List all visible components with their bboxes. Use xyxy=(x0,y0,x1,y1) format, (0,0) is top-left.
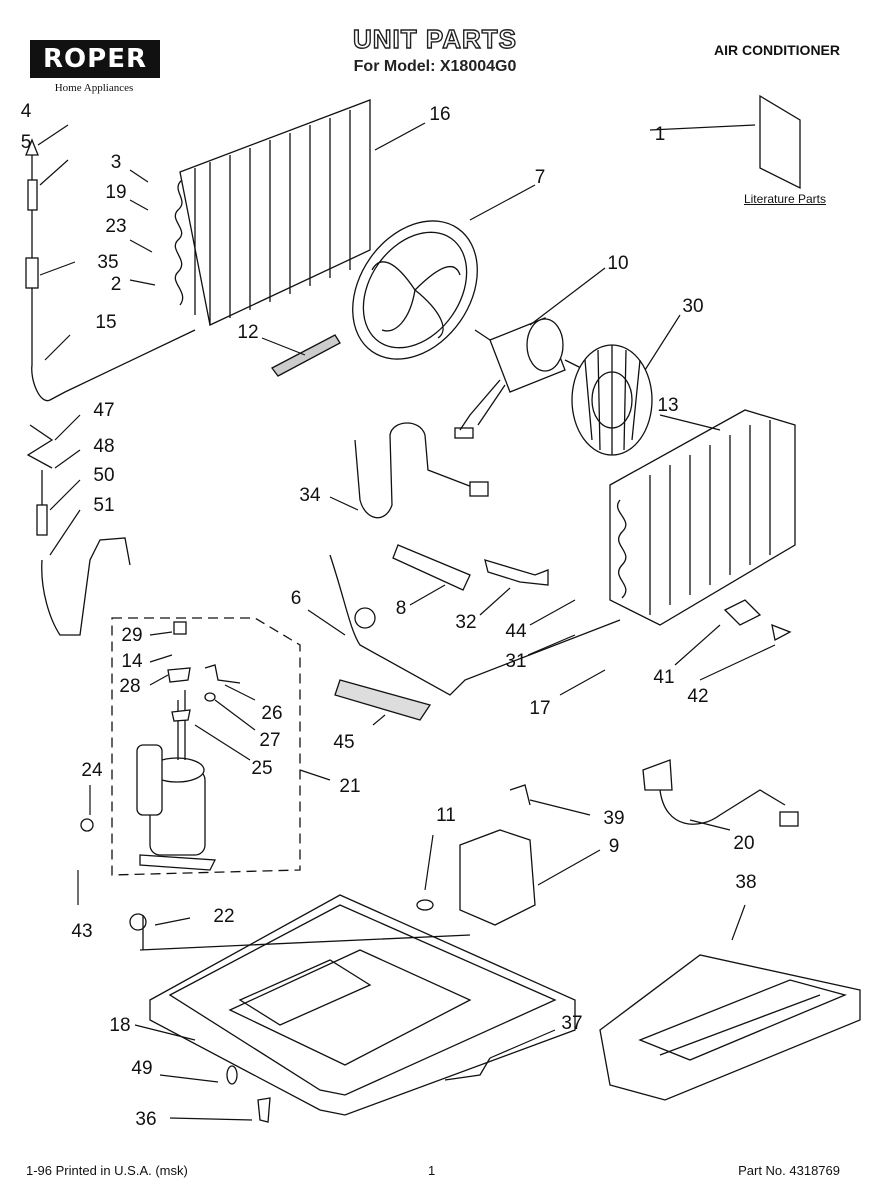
callout-3: 3 xyxy=(111,152,122,173)
callout-44: 44 xyxy=(505,621,527,642)
base-pan xyxy=(139,894,576,1116)
callout-20: 20 xyxy=(733,833,754,854)
callout-32: 32 xyxy=(455,612,476,633)
callout-43: 43 xyxy=(71,921,92,942)
insulation-tube xyxy=(392,544,471,591)
callout-50: 50 xyxy=(93,465,114,486)
page-title: UNIT PARTS xyxy=(352,23,518,54)
callout-34: 34 xyxy=(299,485,321,506)
callout-45: 45 xyxy=(333,732,354,753)
suction-line xyxy=(41,537,131,636)
callout-42: 42 xyxy=(687,686,708,707)
callout-22: 22 xyxy=(213,906,234,927)
tube-loop xyxy=(354,607,376,629)
callout-23: 23 xyxy=(105,216,126,237)
brand-subtitle: Home Appliances xyxy=(54,82,134,94)
callout-10: 10 xyxy=(607,253,628,274)
compressor-assembly-outline xyxy=(111,617,301,876)
callout-47: 47 xyxy=(93,400,114,421)
discharge-tube xyxy=(354,422,481,519)
condenser-coil xyxy=(174,99,371,326)
callout-30: 30 xyxy=(682,296,703,317)
callout-35: 35 xyxy=(97,252,118,273)
callout-13: 13 xyxy=(657,395,678,416)
wire-clip xyxy=(509,784,531,806)
callout-37: 37 xyxy=(561,1013,582,1034)
capillary-tip xyxy=(25,138,39,156)
callout-21: 21 xyxy=(339,776,360,797)
print-info: 1-96 Printed in U.S.A. (msk) xyxy=(26,1163,188,1178)
callout-1: 1 xyxy=(655,124,666,145)
callout-19: 19 xyxy=(105,182,126,203)
blower-wheel xyxy=(571,344,653,456)
literature-parts-label: Literature Parts xyxy=(743,192,827,206)
bracket xyxy=(459,829,536,926)
callout-9: 9 xyxy=(609,836,620,857)
category-label: AIR CONDITIONER xyxy=(714,42,840,58)
roper-logo: ROPER Home Appliances xyxy=(30,40,160,94)
heater-strip xyxy=(271,334,341,377)
callout-24: 24 xyxy=(81,760,103,781)
strainer xyxy=(36,504,48,536)
callout-16: 16 xyxy=(429,104,450,125)
callout-51: 51 xyxy=(93,495,114,516)
return-tube xyxy=(329,554,621,696)
callout-26: 26 xyxy=(261,703,282,724)
callout-5: 5 xyxy=(21,132,32,153)
tube-clip xyxy=(484,559,549,586)
callout-18: 18 xyxy=(109,1015,130,1036)
callout-38: 38 xyxy=(735,872,756,893)
capillary-tube xyxy=(31,150,196,402)
callout-41: 41 xyxy=(653,667,674,688)
page-number: 1 xyxy=(428,1163,436,1178)
callout-2: 2 xyxy=(111,274,122,295)
model-line: For Model: X18004G0 xyxy=(353,58,517,75)
callout-29: 29 xyxy=(121,625,142,646)
brand-name: ROPER xyxy=(30,40,160,78)
foam-strip xyxy=(334,679,432,721)
callout-8: 8 xyxy=(396,598,407,619)
callout-7: 7 xyxy=(535,167,546,188)
chassis-support xyxy=(599,954,861,1101)
fan-motor xyxy=(454,317,586,439)
callout-11: 11 xyxy=(436,805,456,826)
callout-4: 4 xyxy=(21,101,32,122)
callout-17: 17 xyxy=(529,698,550,719)
fan-blade xyxy=(352,220,478,360)
callout-27: 27 xyxy=(259,730,280,751)
callout-48: 48 xyxy=(93,436,114,457)
thermostat xyxy=(642,759,673,791)
evaporator-coil xyxy=(609,409,796,626)
capillary-fitting xyxy=(27,179,38,211)
compressor xyxy=(136,690,217,871)
callout-36: 36 xyxy=(135,1109,156,1130)
callout-6: 6 xyxy=(291,588,302,609)
callout-14: 14 xyxy=(121,651,143,672)
tube-bend xyxy=(26,424,54,505)
callout-15: 15 xyxy=(95,312,116,333)
literature-booklet xyxy=(759,94,801,190)
callout-12: 12 xyxy=(237,322,258,343)
callout-28: 28 xyxy=(119,676,140,697)
drier xyxy=(25,257,39,289)
callout-39: 39 xyxy=(603,808,624,829)
callout-25: 25 xyxy=(251,758,272,779)
part-number: Part No. 4318769 xyxy=(738,1163,840,1178)
callout-31: 31 xyxy=(505,651,526,672)
callout-49: 49 xyxy=(131,1058,152,1079)
